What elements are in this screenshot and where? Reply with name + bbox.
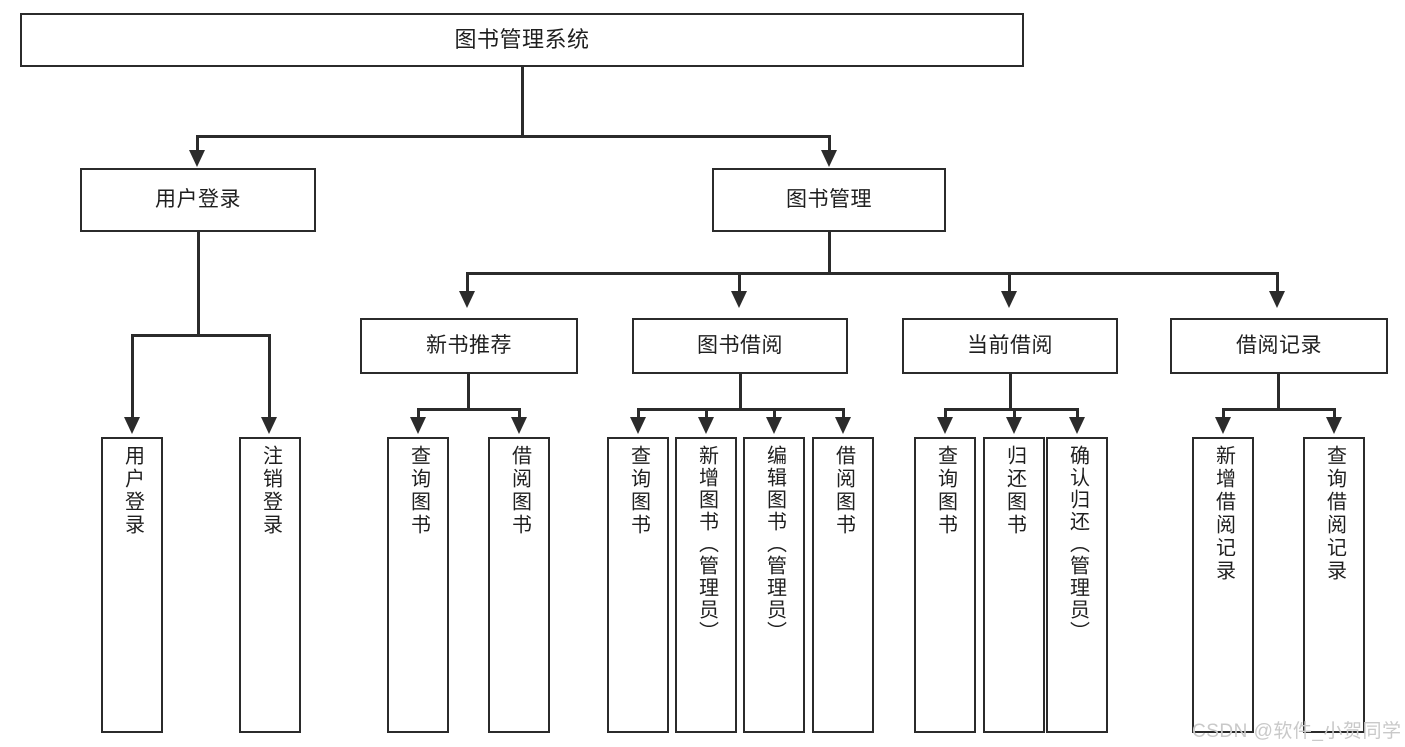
connector-current-borrow-stem	[1009, 374, 1012, 410]
node-label: 查询图书	[407, 445, 430, 537]
connector-to-user-login	[196, 135, 199, 153]
connector-current-borrow-drop-1	[944, 408, 947, 420]
arrow-leaf-query-book-1	[410, 417, 426, 434]
node-label: 查询图书	[934, 445, 957, 537]
node-root-system[interactable]: 图书管理系统	[20, 13, 1024, 67]
node-label: 编辑图书（管理员）	[763, 445, 786, 643]
node-label: 归还图书	[1003, 445, 1026, 537]
connector-to-new-book	[466, 272, 469, 294]
node-label: 借阅记录	[1236, 333, 1322, 357]
connector-current-borrow-drop-3	[1076, 408, 1079, 420]
node-label: 新增图书（管理员）	[695, 445, 718, 643]
connector-book-borrow-bar	[637, 408, 845, 411]
connector-to-book-borrow	[738, 272, 741, 294]
connector-to-current-borrow	[1008, 272, 1011, 294]
connector-book-mgmt-stem	[828, 232, 831, 274]
node-label: 确认归还（管理员）	[1066, 445, 1089, 643]
connector-user-login-drop-1	[131, 334, 134, 420]
leaf-add-borrow-record[interactable]: 新增借阅记录	[1192, 437, 1254, 733]
connector-root-stem	[521, 67, 524, 137]
node-borrow-record[interactable]: 借阅记录	[1170, 318, 1388, 374]
leaf-logout[interactable]: 注销登录	[239, 437, 301, 733]
arrow-to-current-borrow	[1001, 291, 1017, 308]
connector-borrow-record-stem	[1277, 374, 1280, 410]
node-label: 查询借阅记录	[1323, 445, 1346, 583]
leaf-return-book[interactable]: 归还图书	[983, 437, 1045, 733]
node-label: 图书管理系统	[454, 27, 590, 53]
connector-book-borrow-drop-4	[842, 408, 845, 420]
arrow-leaf-query-book-3	[937, 417, 953, 434]
node-label: 新增借阅记录	[1212, 445, 1235, 583]
connector-to-borrow-record	[1276, 272, 1279, 294]
leaf-query-borrow-record[interactable]: 查询借阅记录	[1303, 437, 1365, 733]
leaf-user-login[interactable]: 用户登录	[101, 437, 163, 733]
node-book-borrow[interactable]: 图书借阅	[632, 318, 848, 374]
node-label: 图书借阅	[697, 333, 783, 357]
node-label: 借阅图书	[832, 445, 855, 537]
arrow-leaf-add-record	[1215, 417, 1231, 434]
leaf-query-book-new[interactable]: 查询图书	[387, 437, 449, 733]
connector-book-borrow-drop-1	[637, 408, 640, 420]
arrow-to-book-borrow	[731, 291, 747, 308]
connector-book-borrow-drop-2	[705, 408, 708, 420]
arrow-leaf-edit-book	[766, 417, 782, 434]
arrow-leaf-query-record	[1326, 417, 1342, 434]
leaf-confirm-return-admin[interactable]: 确认归还（管理员）	[1046, 437, 1108, 733]
node-label: 新书推荐	[426, 333, 512, 357]
arrow-leaf-return-book	[1006, 417, 1022, 434]
arrow-leaf-confirm-return	[1069, 417, 1085, 434]
connector-new-book-drop-2	[518, 408, 521, 420]
connector-user-login-drop-2	[268, 334, 271, 420]
connector-book-borrow-stem	[739, 374, 742, 410]
node-label: 借阅图书	[508, 445, 531, 537]
node-current-borrow[interactable]: 当前借阅	[902, 318, 1118, 374]
leaf-query-book-current[interactable]: 查询图书	[914, 437, 976, 733]
connector-new-book-bar	[417, 408, 521, 411]
connector-new-book-stem	[467, 374, 470, 410]
connector-book-borrow-drop-3	[773, 408, 776, 420]
leaf-borrow-book-new[interactable]: 借阅图书	[488, 437, 550, 733]
node-user-login[interactable]: 用户登录	[80, 168, 316, 232]
connector-to-book-mgmt	[828, 135, 831, 153]
connector-user-login-bar	[131, 334, 271, 337]
node-label: 注销登录	[259, 445, 282, 537]
arrow-to-book-mgmt	[821, 150, 837, 167]
arrow-leaf-borrow-book-2	[835, 417, 851, 434]
node-label: 图书管理	[786, 187, 872, 211]
arrow-leaf-add-book	[698, 417, 714, 434]
leaf-borrow-book-borrow[interactable]: 借阅图书	[812, 437, 874, 733]
arrow-leaf-logout	[261, 417, 277, 434]
node-label: 用户登录	[121, 445, 144, 537]
node-label: 查询图书	[627, 445, 650, 537]
leaf-query-book-borrow[interactable]: 查询图书	[607, 437, 669, 733]
node-label: 用户登录	[155, 187, 241, 211]
arrow-to-borrow-record	[1269, 291, 1285, 308]
arrow-to-user-login	[189, 150, 205, 167]
connector-new-book-drop-1	[417, 408, 420, 420]
arrow-to-new-book	[459, 291, 475, 308]
connector-current-borrow-drop-2	[1013, 408, 1016, 420]
connector-user-login-stem	[197, 232, 200, 336]
leaf-add-book-admin[interactable]: 新增图书（管理员）	[675, 437, 737, 733]
arrow-leaf-query-book-2	[630, 417, 646, 434]
connector-book-mgmt-bar	[466, 272, 1279, 275]
node-label: 当前借阅	[967, 333, 1053, 357]
leaf-edit-book-admin[interactable]: 编辑图书（管理员）	[743, 437, 805, 733]
arrow-leaf-borrow-book-1	[511, 417, 527, 434]
node-new-book-recommend[interactable]: 新书推荐	[360, 318, 578, 374]
connector-current-borrow-bar	[944, 408, 1079, 411]
connector-borrow-record-bar	[1222, 408, 1336, 411]
connector-root-bar	[196, 135, 831, 138]
connector-borrow-record-drop-1	[1222, 408, 1225, 420]
connector-borrow-record-drop-2	[1333, 408, 1336, 420]
node-book-management[interactable]: 图书管理	[712, 168, 946, 232]
arrow-leaf-user-login	[124, 417, 140, 434]
